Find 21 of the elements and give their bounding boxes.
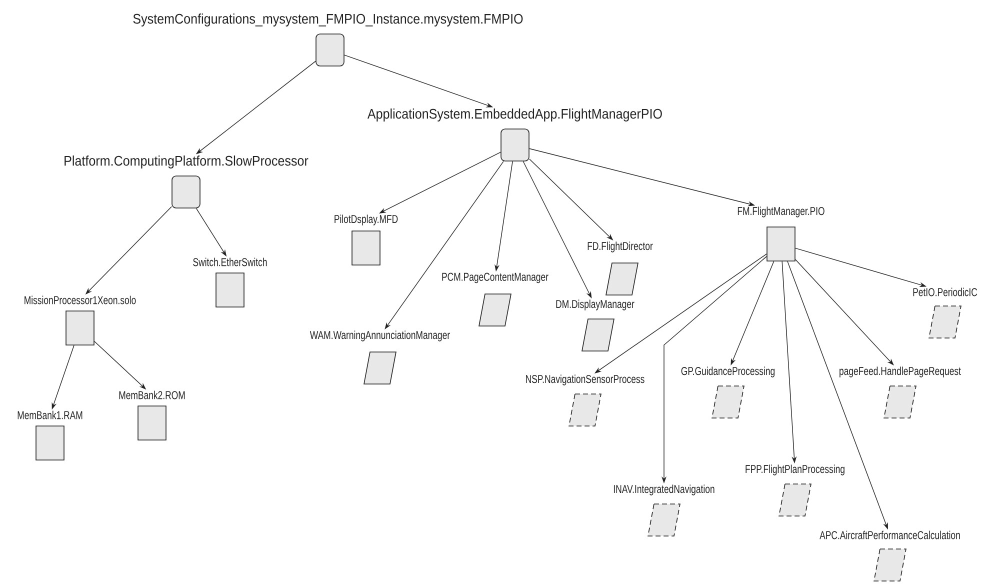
component-label: MemBank2.ROM	[119, 390, 185, 400]
component-label: GP.GuidanceProcessing	[681, 366, 775, 378]
component-label: PetIO.PeriodicIC	[913, 288, 978, 296]
component-label: APC.AircraftPerformanceCalculation	[820, 530, 960, 540]
component-label: FPP.FlightPlanProcessing	[746, 464, 844, 476]
component-label: FM.FlightManager.PIO	[738, 206, 824, 218]
component-label: MemBank1.RAM	[18, 410, 82, 420]
component-label: Platform.ComputingPlatform.SlowProcessor	[64, 156, 308, 168]
component-label: SystemConfigurations_mysystem_FMPIO_Instance.mysystem.FMPIO	[133, 14, 523, 26]
component-label: Switch.EtherSwitch	[193, 258, 267, 266]
component-label: WAM.WarningAnnunciationManager	[310, 330, 450, 342]
component-label: PCM.PageContentManager	[442, 272, 548, 284]
component-label: ApplicationSystem.EmbeddedApp.FlightManagerPIO	[367, 108, 662, 122]
component-label: pageFeed.HandlePageRequest	[840, 366, 961, 378]
component-label: DM.DisplayManager	[556, 300, 634, 310]
component-label: PilotDsplay.MFD	[334, 214, 398, 226]
component-label: MissionProcessor1Xeon.solo	[24, 296, 136, 304]
component-label: NSP.NavigationSensorProcess	[526, 374, 644, 386]
component-label: FD.FlightDirector	[588, 242, 653, 252]
component-label: INAV.IntegratedNavigation	[614, 484, 714, 496]
arrow	[795, 259, 894, 366]
